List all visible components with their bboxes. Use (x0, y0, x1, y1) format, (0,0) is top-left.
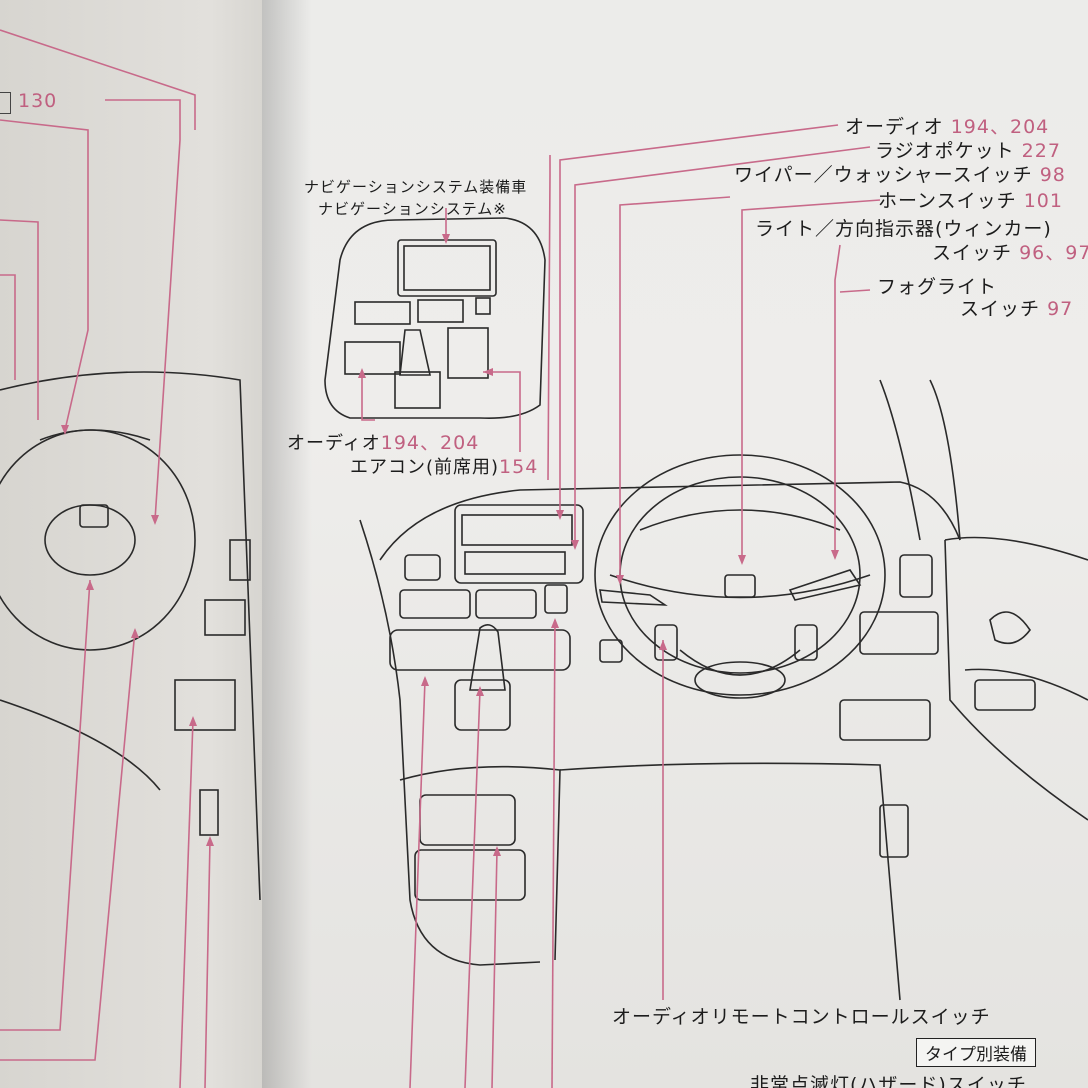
left-page-box (0, 92, 11, 114)
light-switch-pages: 96、97 (1019, 242, 1088, 264)
audio-remote-callout: オーディオリモートコントロールスイッチ (612, 1006, 991, 1028)
light-switch-title: ライト／方向指示器(ウィンカー) (755, 218, 1052, 240)
arrow-heads (61, 234, 839, 856)
audio-unit (454, 504, 584, 584)
fog-light-page: 97 (1047, 298, 1074, 320)
wiper-callout: ワイパー／ウォッシャースイッチ 98 (734, 160, 1066, 187)
light-switch-label: スイッチ (932, 242, 1013, 264)
nav-inset-subtitle: ナビゲーションシステム※ (318, 200, 507, 218)
nav-inset-title: ナビゲーションシステム装備車 (304, 178, 528, 196)
wiper-label: ワイパー／ウォッシャースイッチ (734, 164, 1033, 186)
nav-audio-label: オーディオ (287, 433, 381, 454)
fog-light-callout: スイッチ 97 (960, 294, 1073, 321)
right-page (262, 0, 1088, 1088)
steering-wheel (594, 454, 886, 696)
audio-pages: 194、204 (950, 116, 1050, 138)
horn-label: ホーンスイッチ (878, 190, 1017, 212)
wiper-page: 98 (1039, 164, 1066, 186)
left-dash-outline (0, 371, 261, 901)
horn-logo (724, 574, 756, 598)
fog-light-label: スイッチ (960, 298, 1041, 320)
nav-audio-callout: オーディオ194、204 (287, 428, 479, 455)
fog-light-title: フォグライト (877, 276, 998, 298)
hazard-callout: 非常点滅灯(ハザード)スイッチ (750, 1074, 1027, 1088)
audio-label: オーディオ (845, 116, 944, 138)
radio-pocket-callout: ラジオポケット 227 (875, 136, 1061, 163)
main-dashboard-drawing (359, 379, 1088, 1001)
radio-pocket-page: 227 (1021, 140, 1061, 162)
nav-aircon-callout: エアコン(前席用)154 (350, 453, 538, 479)
hazard-switch (544, 584, 568, 614)
type-equipment-tag: タイプ別装備 (916, 1038, 1036, 1067)
leader-lines (0, 29, 881, 1088)
horn-page: 101 (1023, 190, 1063, 212)
left-steering-wheel (0, 429, 196, 651)
nav-aircon-label: エアコン(前席用) (350, 457, 500, 478)
nav-audio-pages: 194、204 (380, 432, 480, 454)
nav-screen (397, 239, 497, 297)
wiper-stalk (599, 589, 668, 606)
left-page-ref: 130 (18, 90, 58, 112)
nav-aircon-page: 154 (499, 456, 539, 478)
light-stalk (788, 569, 862, 601)
horn-callout: ホーンスイッチ 101 (878, 186, 1063, 213)
radio-pocket-label: ラジオポケット (875, 140, 1015, 162)
nav-inset-drawing (324, 217, 546, 420)
audio-callout: オーディオ 194、204 (845, 112, 1049, 139)
book-gutter (262, 0, 312, 1088)
light-switch-callout: スイッチ 96、97 (932, 238, 1088, 265)
